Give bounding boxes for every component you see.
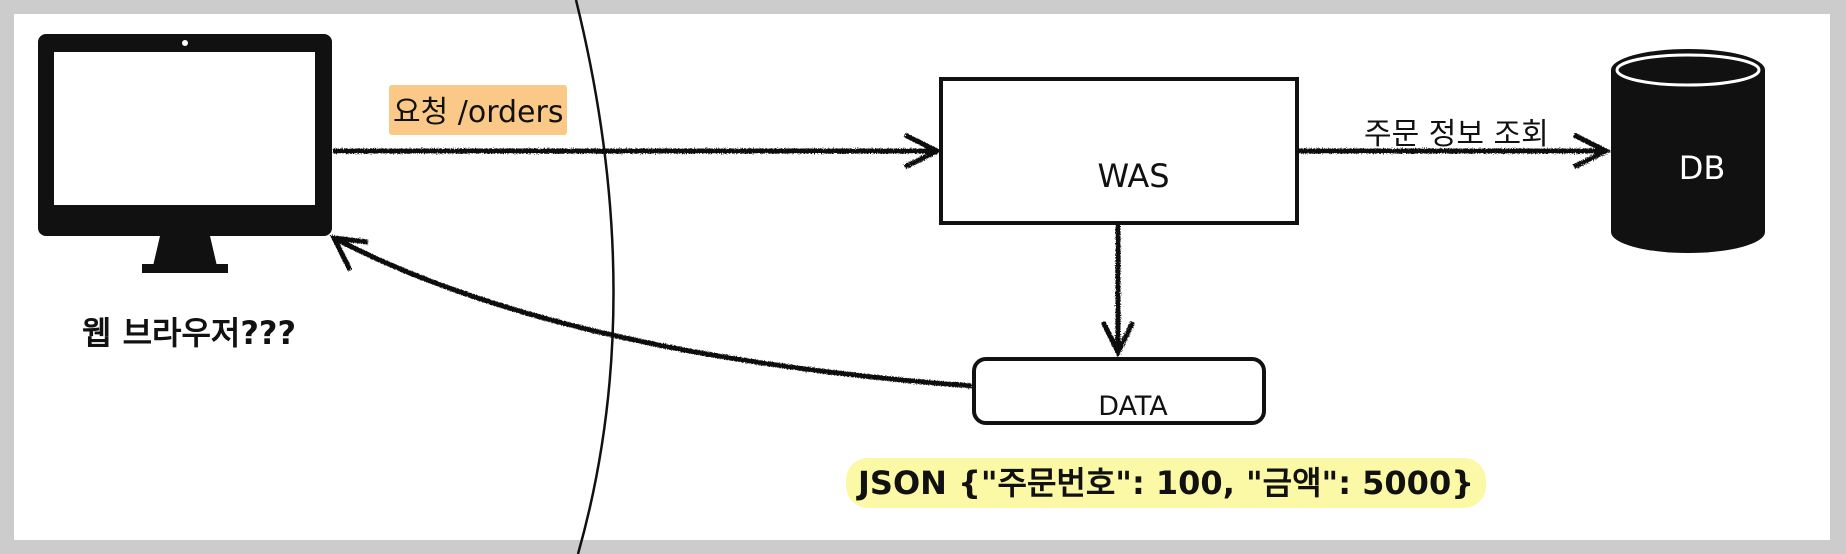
json-payload-label: JSON {"주문번호": 100, "금액": 5000}: [846, 458, 1486, 508]
response-data-label: DATA: [1098, 390, 1168, 422]
response-arrow: [329, 234, 973, 389]
client-label: 웹 브라우저???: [82, 314, 297, 352]
server-label: WAS: [1097, 157, 1170, 195]
monitor-icon: [38, 34, 332, 273]
request-arrow: [333, 132, 943, 170]
diagram-canvas: 웹 브라우저??? 요청 /orders WAS 주문 정보 조회 DB DAT…: [14, 0, 1830, 554]
network-boundary-line: [574, 0, 615, 554]
request-label: 요청 /orders: [389, 85, 568, 135]
was-box: [939, 77, 1299, 225]
data-box: [972, 357, 1266, 425]
database-cylinder-icon: [1611, 49, 1765, 253]
database-label: DB: [1678, 149, 1726, 187]
query-arrow: [1298, 132, 1612, 170]
data-arrow: [1100, 223, 1136, 358]
query-label: 주문 정보 조회: [1364, 117, 1549, 152]
